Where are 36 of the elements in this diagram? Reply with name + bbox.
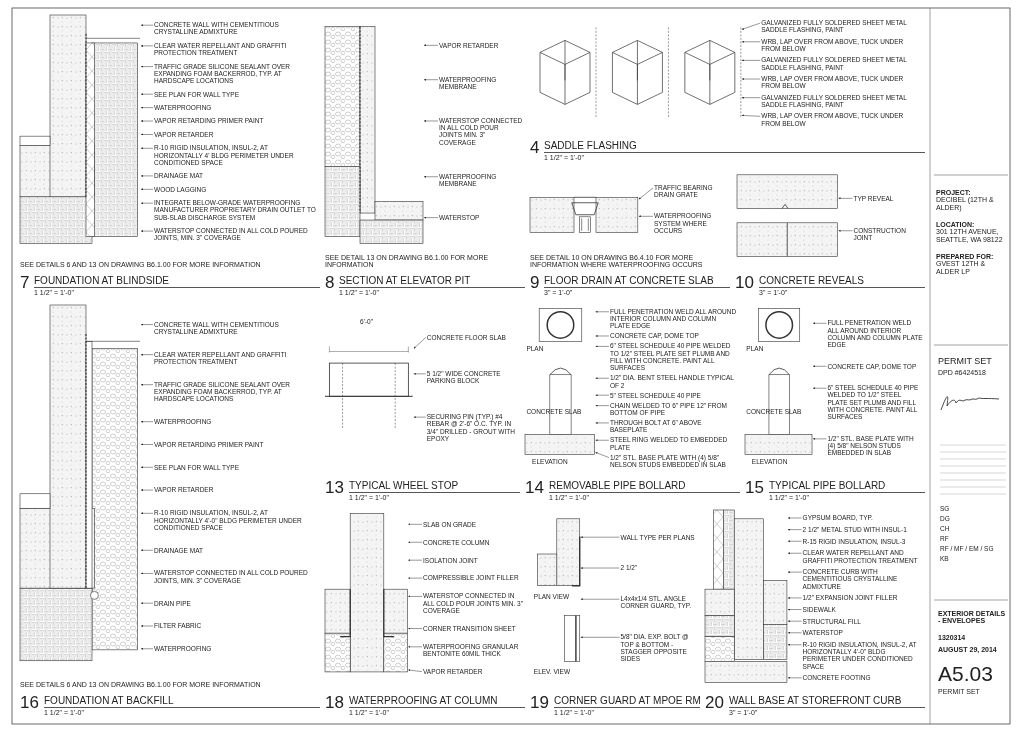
detail-title: REMOVABLE PIPE BOLLARD — [549, 481, 686, 491]
detail-title: WALL BASE AT STOREFRONT CURB — [729, 696, 902, 706]
foundation-section-drawing — [19, 14, 141, 244]
pit-section-drawing — [324, 26, 424, 244]
detail-title: SADDLE FLASHING — [544, 141, 637, 151]
detail-number: 14 — [525, 479, 544, 496]
detail-title: FOUNDATION AT BACKFILL — [44, 696, 174, 706]
detail-title: CONCRETE REVEALS — [759, 276, 865, 286]
foundation-section-drawing — [19, 304, 141, 662]
detail-number: 9 — [530, 274, 540, 291]
detail-number: 16 — [20, 694, 39, 711]
sheet-number: A5.03 — [938, 662, 993, 686]
detail-number: 10 — [735, 274, 754, 291]
column-section-drawing — [324, 513, 408, 673]
wheel-stop-drawing — [324, 346, 414, 430]
detail-number: 7 — [20, 274, 30, 291]
detail-number: 4 — [530, 139, 540, 156]
bollard-drawing — [744, 308, 813, 455]
detail-number: 20 — [705, 694, 724, 711]
detail-title: FOUNDATION AT BLINDSIDE — [34, 276, 170, 286]
curb-section-drawing — [704, 509, 788, 683]
detail-number: 15 — [745, 479, 764, 496]
detail-title: FLOOR DRAIN AT CONCRETE SLAB — [544, 276, 714, 286]
detail-title: SECTION AT ELEVATOR PIT — [339, 276, 471, 286]
bollard-drawing — [524, 308, 595, 455]
detail-title: TYPICAL PIPE BOLLARD — [769, 481, 886, 491]
detail-number: 8 — [325, 274, 335, 291]
detail-number: 18 — [325, 694, 344, 711]
detail-number: 19 — [530, 694, 549, 711]
detail-title: WATERPROOFING AT COLUMN — [349, 696, 498, 706]
floor-drain-drawing — [529, 196, 639, 233]
detail-title: CORNER GUARD AT MPOE RM — [554, 696, 701, 706]
detail-number: 13 — [325, 479, 344, 496]
concrete-reveal-drawing — [736, 174, 838, 257]
permit-set-text: PERMIT SET — [938, 356, 992, 366]
saddle-flashing-drawing — [539, 27, 742, 118]
